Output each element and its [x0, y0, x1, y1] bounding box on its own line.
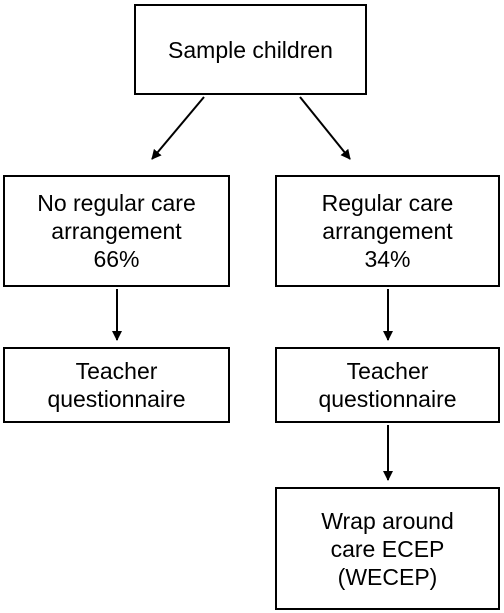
node-teacher-questionnaire-right: Teacher questionnaire — [275, 347, 500, 423]
node-teacher-questionnaire-left: Teacher questionnaire — [3, 347, 230, 423]
node-wrap-around-care-label: Wrap around care ECEP (WECEP) — [321, 507, 454, 590]
node-regular-care: Regular care arrangement 34% — [275, 175, 500, 287]
node-sample-children: Sample children — [134, 4, 367, 95]
node-teacher-questionnaire-right-label: Teacher questionnaire — [318, 358, 457, 412]
node-wrap-around-care: Wrap around care ECEP (WECEP) — [275, 487, 500, 610]
node-no-regular-care: No regular care arrangement 66% — [3, 175, 230, 287]
node-no-regular-care-label: No regular care arrangement 66% — [37, 190, 196, 272]
arrow-root-to-no-care — [151, 96, 205, 160]
node-regular-care-label: Regular care arrangement 34% — [321, 190, 454, 272]
node-teacher-questionnaire-left-label: Teacher questionnaire — [47, 358, 186, 412]
arrow-root-to-care — [299, 96, 351, 160]
node-sample-children-label: Sample children — [168, 36, 333, 63]
